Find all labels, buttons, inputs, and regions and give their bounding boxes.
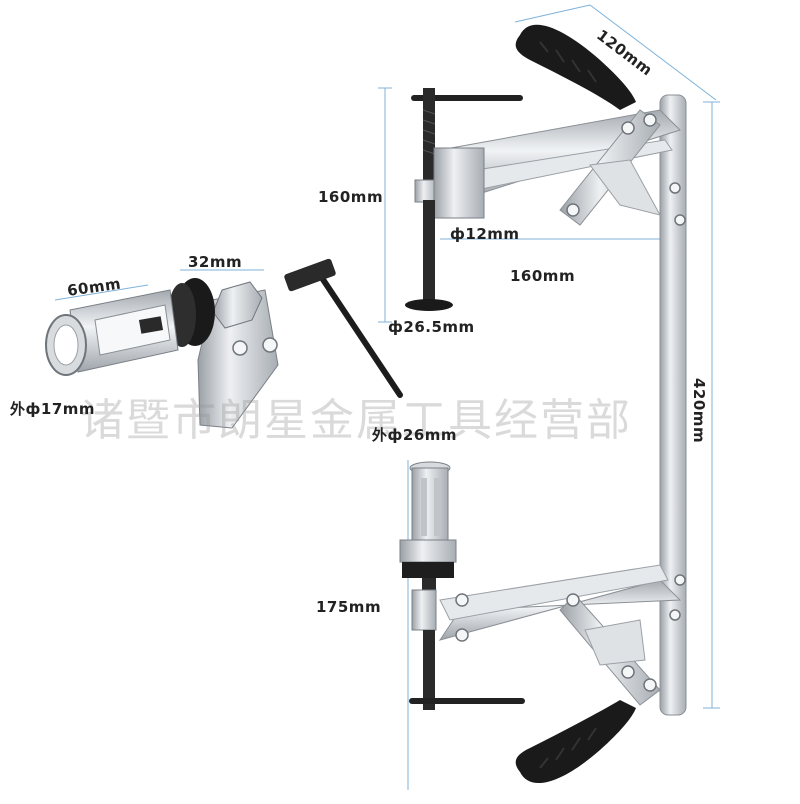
top-jaw-depth-label: 160mm [318, 188, 384, 206]
bottom-jaw-depth-label: 175mm [316, 598, 382, 616]
adapter-length-label: 32mm [188, 253, 243, 271]
top-screw-clamp [405, 88, 523, 311]
bottom-grip [515, 700, 636, 784]
watermark: 诸暨市朗星金属工具经营部 [80, 395, 632, 446]
small-outer-diameter-label: 外ф17mm [10, 400, 96, 418]
height-label: 420mm [690, 378, 708, 444]
top-grip [515, 24, 636, 110]
large-outer-diameter-label: 外ф26mm [372, 426, 458, 444]
dimension-lines [54, 4, 720, 790]
throat-depth-label: 160mm [510, 267, 576, 285]
adapter-assembly [45, 258, 403, 429]
rod-diameter-label: ф12mm [450, 225, 520, 243]
c-frame [438, 94, 687, 716]
foot-diameter-label: ф26.5mm [388, 318, 475, 336]
bottom-cup-clamp [399, 461, 525, 710]
